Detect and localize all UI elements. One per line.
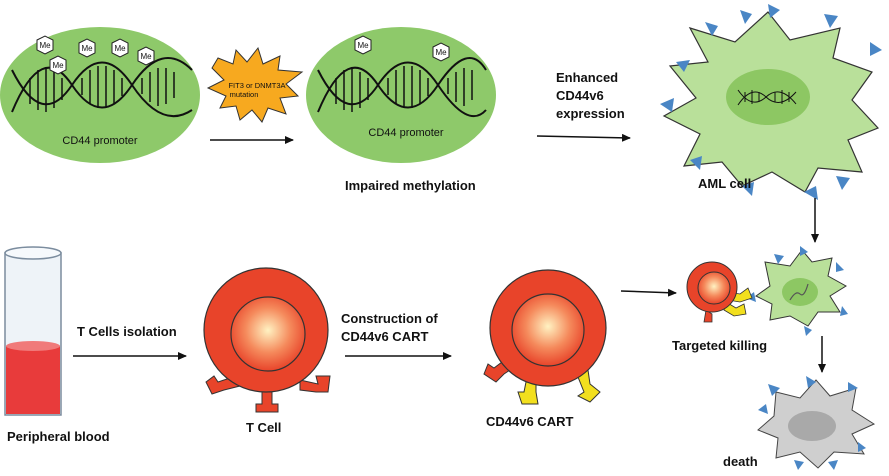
methyl-group-icon: Me (78, 38, 96, 58)
peripheral-blood-label: Peripheral blood (7, 429, 110, 444)
cd44v6-marker-icon (660, 4, 882, 200)
methyl-group-icon: Me (432, 42, 450, 62)
arrow (620, 288, 677, 297)
dna-helix-icon (789, 283, 809, 301)
methyl-group-icon: Me (36, 35, 54, 55)
promoter-label: CD44 promoter (62, 135, 138, 147)
dna-helix-icon (11, 57, 193, 118)
nucleus (788, 411, 836, 441)
blood-tube-icon (4, 246, 62, 416)
small-aml-cell (746, 246, 848, 336)
methyl-group-icon: Me (137, 46, 155, 66)
expression-label: CD44v6 (556, 88, 604, 103)
isolation-label: T Cells isolation (77, 324, 177, 339)
mutation-label: FIT3 or DNMT3A (228, 81, 285, 90)
t-cell (203, 267, 331, 413)
promoter-label: CD44 promoter (368, 127, 444, 139)
aml-cell-label: AML cell (698, 176, 751, 191)
svg-text:Me: Me (435, 48, 447, 57)
small-cart-cell (686, 261, 753, 323)
methyl-group-icon: Me (354, 35, 372, 55)
targeted-killing-scene (686, 246, 848, 336)
dna-helix-icon (317, 57, 487, 118)
mutation-star-icon: FIT3 or DNMT3A mutation (206, 46, 304, 123)
t-cell-label: T Cell (246, 420, 281, 435)
cart-label: CD44v6 CART (486, 414, 573, 429)
nucleus (697, 271, 731, 305)
dead-cell (757, 376, 876, 470)
aml-cell (660, 4, 882, 200)
svg-text:Me: Me (52, 61, 64, 70)
svg-text:Me: Me (114, 44, 126, 53)
arrow (536, 133, 631, 142)
svg-text:Me: Me (81, 44, 93, 53)
svg-text:Me: Me (140, 52, 152, 61)
expression-label: Enhanced (556, 70, 618, 85)
cd44-promoter-methylated: Me Me Me Me Me CD44 promoter (0, 27, 200, 163)
construction-label: Construction of (341, 311, 438, 326)
construction-label: CD44v6 CART (341, 329, 428, 344)
cd44-promoter-impaired: Me Me CD44 promoter (306, 27, 496, 163)
dna-helix-icon (737, 89, 797, 106)
mutation-label: mutation (230, 90, 259, 99)
targeted-killing-label: Targeted killing (672, 338, 767, 353)
methyl-group-icon: Me (111, 38, 129, 58)
cd44v6-marker-icon (758, 376, 866, 470)
nucleus (230, 296, 306, 372)
svg-text:Me: Me (39, 41, 51, 50)
nucleus (511, 293, 585, 367)
methyl-group-icon: Me (49, 55, 67, 75)
death-label: death (723, 454, 758, 469)
cart-cell (483, 269, 607, 405)
nucleus (782, 278, 818, 306)
svg-text:Me: Me (357, 41, 369, 50)
impaired-methylation-label: Impaired methylation (345, 178, 476, 193)
nucleus (726, 69, 810, 125)
expression-label: expression (556, 106, 625, 121)
